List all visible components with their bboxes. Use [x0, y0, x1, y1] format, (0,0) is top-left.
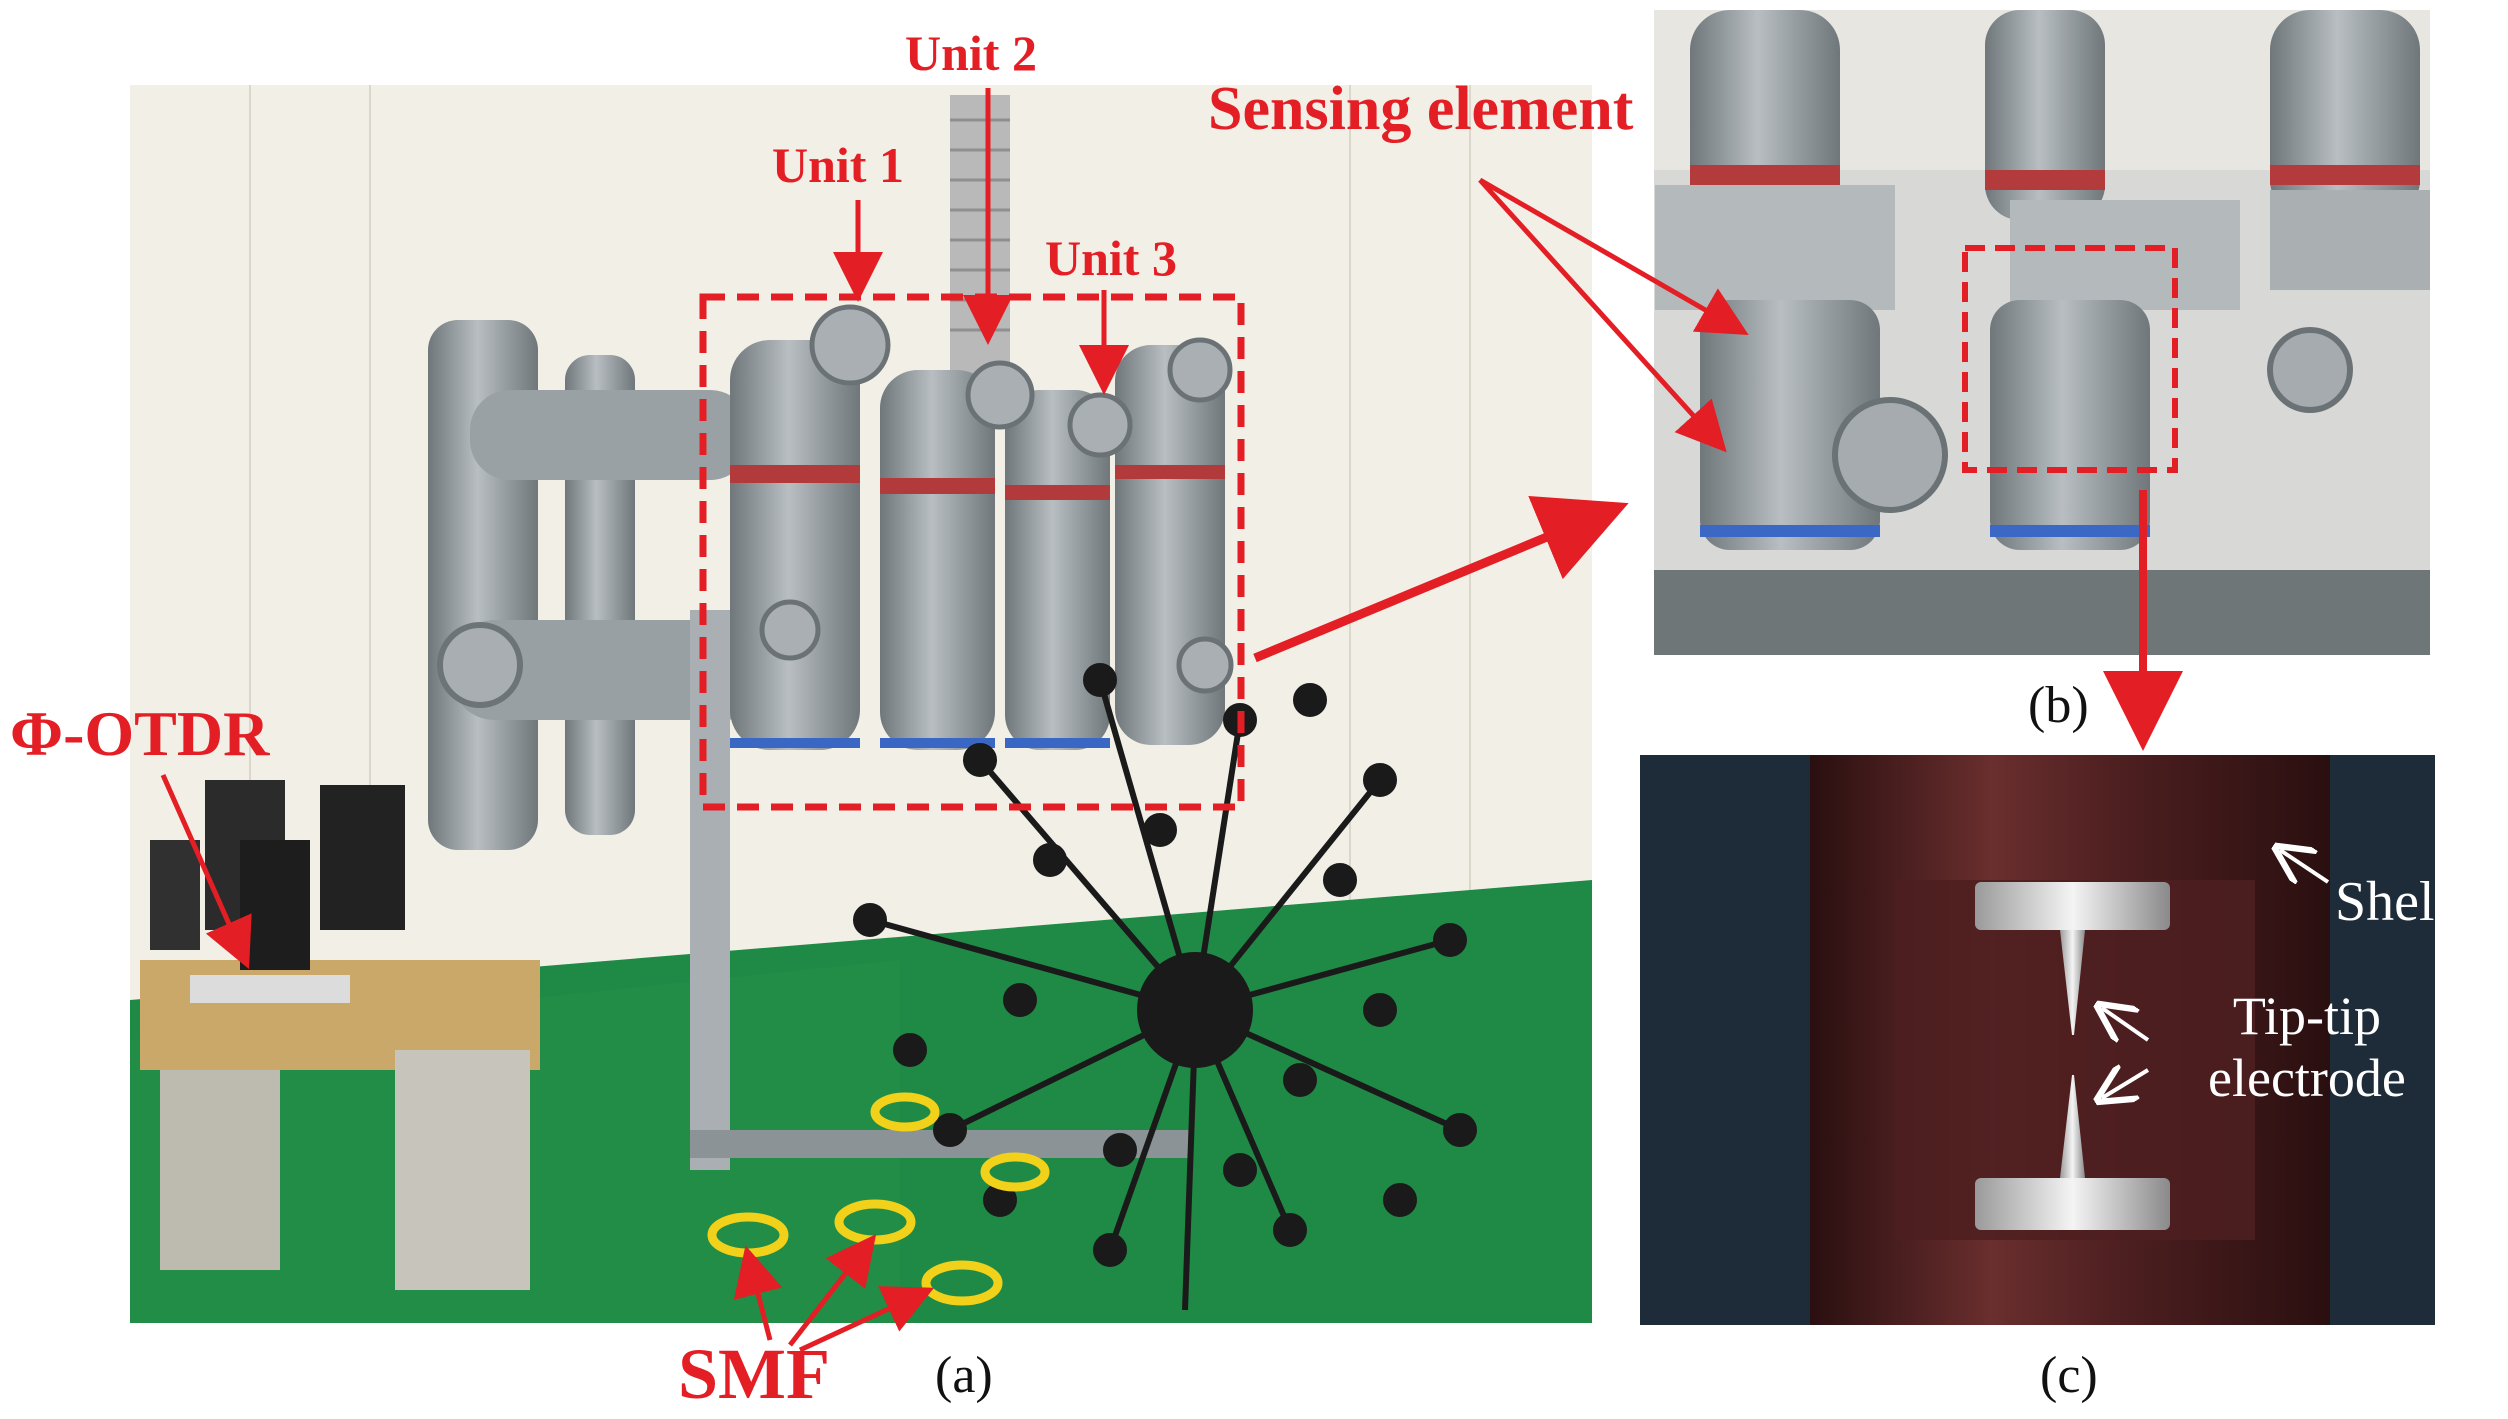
- tip-tip-electrode-label: Tip-tip electrode: [2208, 985, 2406, 1109]
- tip-arrow-1: [2102, 1008, 2150, 1040]
- otdr-label: Φ-OTDR: [10, 698, 270, 769]
- sensing-arrow-1: [1478, 177, 1749, 335]
- caption-a: (a): [935, 1347, 993, 1404]
- caption-c: (c): [2040, 1347, 2098, 1404]
- photo-b: [1654, 10, 2430, 655]
- electrode-bottom-plate: [1975, 1178, 2170, 1230]
- tip-top: [2060, 930, 2085, 1035]
- electrode-top-plate: [1975, 882, 2170, 930]
- tip-label-line1: Tip-tip: [2232, 986, 2381, 1046]
- smf-arrow-1: [733, 1245, 783, 1341]
- tip-arrow-2: [2102, 1070, 2150, 1098]
- a-to-b-arrow: [1253, 496, 1629, 663]
- units-highlight-box: [699, 293, 1245, 811]
- tip-label-line2: electrode: [2208, 1048, 2406, 1109]
- smf-label: SMF: [678, 1334, 830, 1414]
- photo-a: [130, 85, 1592, 1323]
- smf-arrow-3: [798, 1286, 935, 1353]
- caption-b: (b): [2028, 677, 2089, 734]
- shell-label: Shell: [2335, 871, 2451, 933]
- otdr-arrow: [160, 773, 252, 970]
- unit3-label: Unit 3: [1045, 230, 1177, 286]
- sensing-element-label: Sensing element: [1208, 75, 1634, 143]
- unit1-label: Unit 1: [772, 137, 904, 193]
- smf-arrow-2: [788, 1234, 877, 1347]
- shell-arrow: [2280, 850, 2330, 882]
- sensing-arrow-2: [1478, 178, 1727, 453]
- sensing-highlight-box: [1962, 245, 2178, 473]
- tip-bottom: [2060, 1075, 2085, 1178]
- schematic-c: [1640, 755, 2435, 1325]
- unit2-label: Unit 2: [905, 25, 1037, 81]
